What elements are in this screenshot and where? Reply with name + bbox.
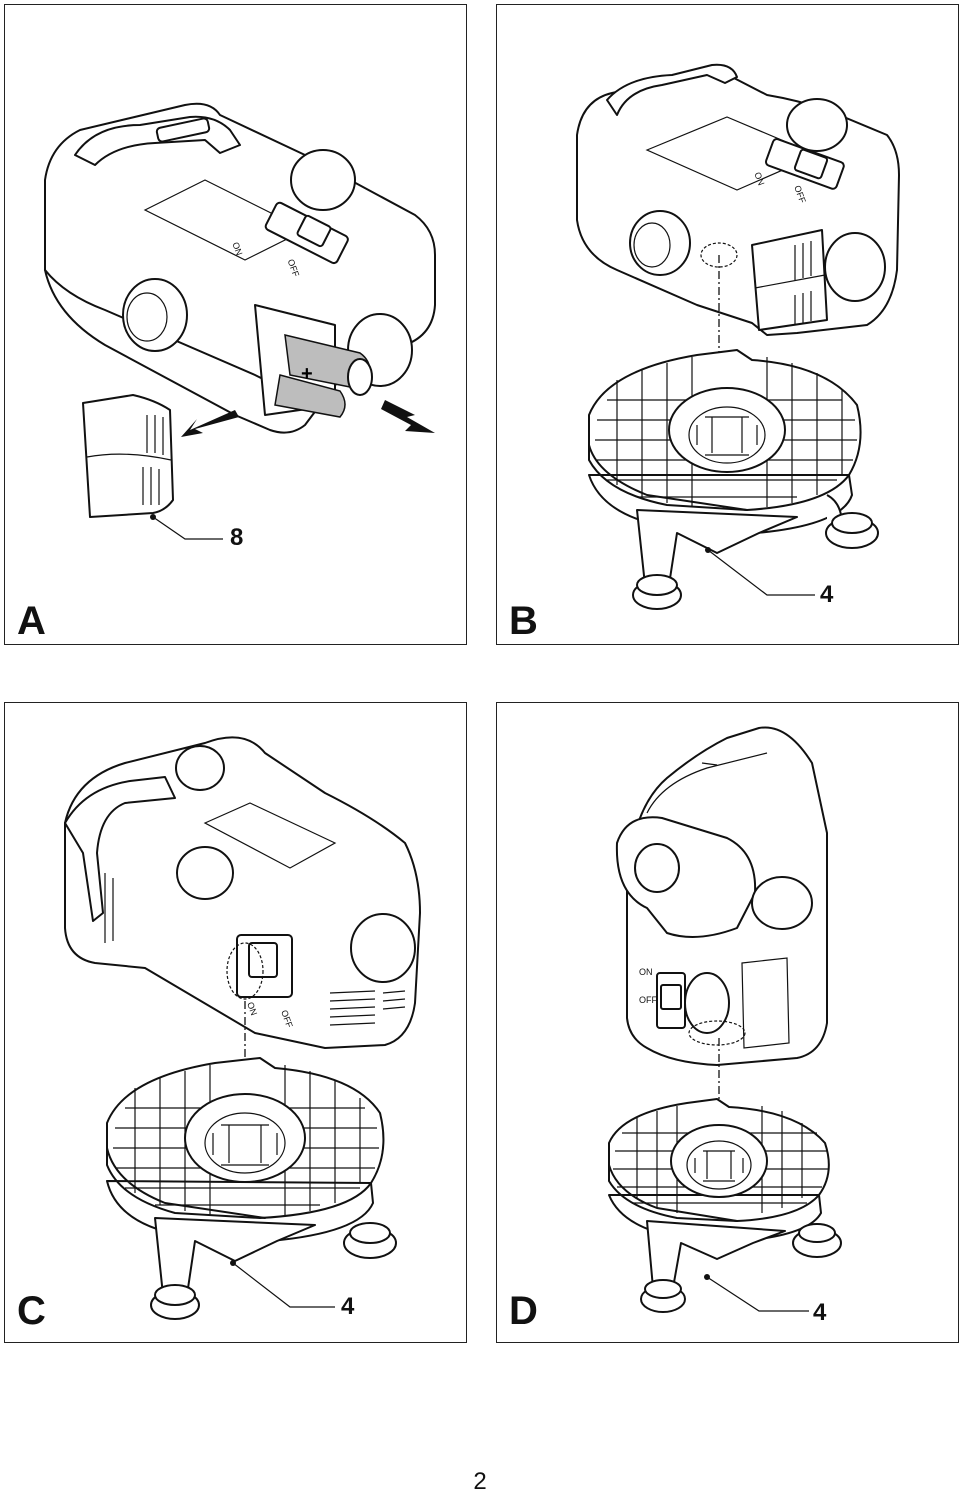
switch-on-label: ON xyxy=(752,171,766,187)
lens-right xyxy=(824,232,886,302)
lens-left xyxy=(629,210,691,276)
lens-left xyxy=(634,843,680,893)
bracket-leg-front xyxy=(636,509,798,586)
thread-socket xyxy=(688,1020,746,1046)
battery-cover xyxy=(751,229,828,331)
carry-handle xyxy=(64,776,176,922)
side-grip xyxy=(104,873,114,943)
lens-top xyxy=(786,98,848,152)
callout-number: 8 xyxy=(230,524,244,551)
switch-on-label: ON xyxy=(639,967,653,977)
battery-insertion-illustration: ON OFF + xyxy=(44,102,436,540)
plate-socket xyxy=(668,387,786,473)
lens-top xyxy=(175,745,225,791)
mount-on-bracket-illustration: ON OFF xyxy=(576,63,900,610)
leader-line xyxy=(706,1276,809,1312)
leader-line xyxy=(707,549,815,596)
panel-letter: A xyxy=(17,599,46,643)
carry-handle xyxy=(606,63,738,116)
switch-knob xyxy=(296,214,332,248)
battery-plus-sign: + xyxy=(301,363,313,385)
housing-edge xyxy=(44,269,306,401)
thread-socket xyxy=(226,942,264,1000)
leader-line xyxy=(152,516,223,540)
vent-grille xyxy=(329,990,406,1026)
lens-bottom xyxy=(684,972,730,1034)
battery-terminal xyxy=(347,358,373,396)
panel-b: ON OFF 4 B xyxy=(496,4,959,645)
callout-number: 4 xyxy=(813,1299,827,1326)
panel-d: ON OFF 4 D xyxy=(496,702,959,1343)
callout-number: 4 xyxy=(341,1293,355,1320)
handle-grip xyxy=(155,117,211,143)
side-panel xyxy=(741,957,790,1049)
thread-socket xyxy=(700,242,738,268)
lens-right xyxy=(751,876,813,930)
page-number: 2 xyxy=(473,1468,487,1495)
top-edge xyxy=(646,752,768,814)
arrow-left xyxy=(181,410,239,437)
laser-housing xyxy=(64,736,421,1049)
leader-line xyxy=(232,1262,335,1308)
switch-off-label: OFF xyxy=(639,995,657,1005)
bracket-leg-front xyxy=(154,1217,316,1296)
lens-right xyxy=(350,913,416,983)
top-slot xyxy=(701,762,718,766)
upright-mount-illustration: ON OFF xyxy=(608,726,842,1313)
panel-letter: D xyxy=(509,1289,538,1333)
switch-knob xyxy=(793,148,829,180)
panel-letter: B xyxy=(509,599,538,643)
lens-front xyxy=(176,846,234,900)
bracket-leg-front xyxy=(646,1220,786,1289)
switch-on-label: ON xyxy=(245,1001,259,1017)
panel-c: ON OFF 4 C xyxy=(4,702,467,1343)
switch-knob xyxy=(660,984,682,1010)
lens-left xyxy=(122,278,188,352)
top-window xyxy=(203,802,337,869)
lens-top xyxy=(290,149,356,211)
plate-socket xyxy=(184,1093,306,1183)
panel-a: ON OFF + 8 A xyxy=(4,4,467,645)
switch-on-label: ON xyxy=(230,241,244,257)
battery-lower xyxy=(274,374,346,418)
panel-letter: C xyxy=(17,1289,46,1333)
callout-number: 4 xyxy=(820,581,834,608)
plate-socket xyxy=(670,1124,768,1198)
arrow-right xyxy=(381,400,435,433)
side-mount-illustration: ON OFF xyxy=(64,736,421,1320)
